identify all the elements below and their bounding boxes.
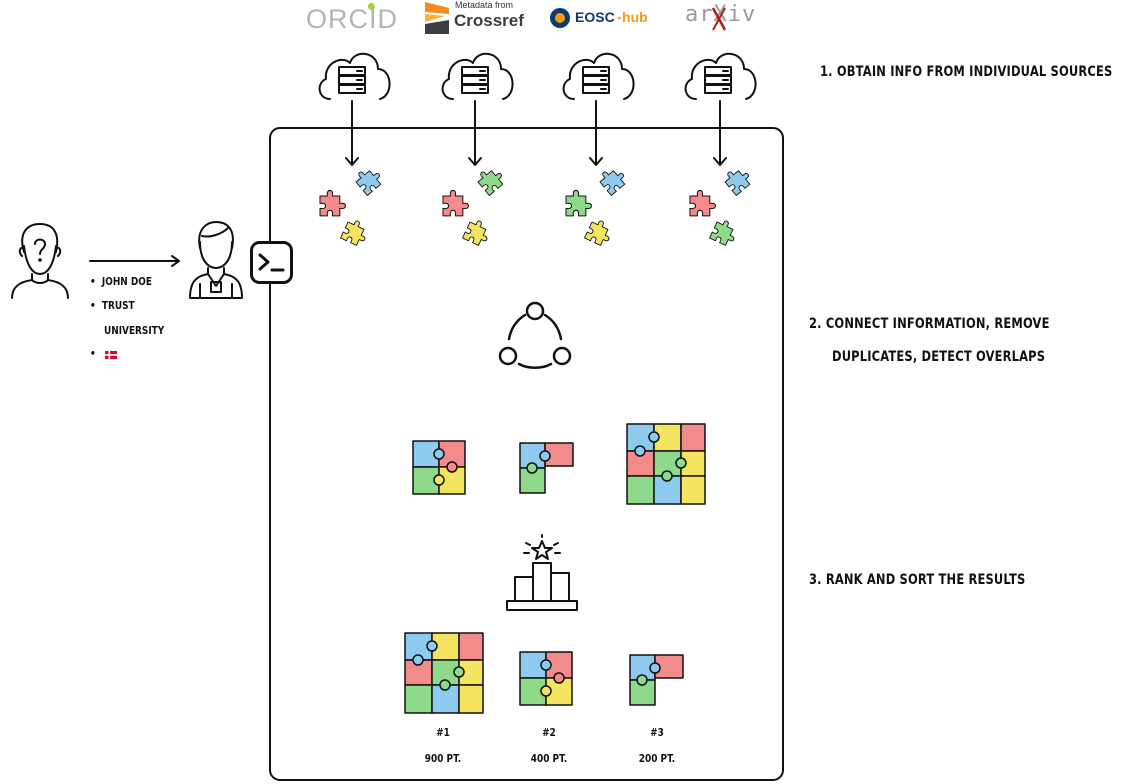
source-arrows [345, 100, 727, 166]
unknown-person-icon [11, 223, 69, 299]
connect-icon [498, 301, 572, 369]
eosc-globe-icon [550, 8, 570, 28]
rank-label-3: #3 [650, 727, 664, 739]
eosc-logo-suffix: hub [622, 9, 648, 25]
crossref-mark-icon [425, 2, 449, 34]
eosc-hub-logo[interactable]: EOSC - hub [549, 6, 649, 36]
cloud-server-icon-crossref [441, 53, 514, 100]
ranked-puzzle-3 [629, 654, 684, 706]
query-bullet-country: • [90, 348, 96, 360]
step-1-label: 1. OBTAIN INFO FROM INDIVIDUAL SOURCES [820, 64, 1113, 80]
combined-puzzle-four [412, 440, 466, 495]
step-2-label-line2: DUPLICATES, DETECT OVERLAPS [832, 349, 1046, 365]
combined-puzzle-three [519, 442, 574, 494]
ranked-puzzle-1 [404, 632, 484, 714]
crossref-logo[interactable]: Metadata from Crossref [425, 0, 530, 38]
researcher-icon [189, 221, 243, 299]
processing-box [269, 127, 784, 781]
cloud-server-icon-arxiv [684, 53, 757, 100]
eosc-logo-dash: - [617, 9, 622, 25]
query-bullet-affiliation-cont: UNIVERSITY [104, 325, 165, 337]
ranking-podium-icon [506, 534, 578, 611]
rank-label-1: #1 [436, 727, 450, 739]
orcid-id-dot [368, 3, 375, 10]
rank-label-2: #2 [542, 727, 556, 739]
arxiv-logo[interactable]: arXiv [685, 2, 765, 36]
cloud-server-icon-orcid [318, 53, 391, 100]
combined-puzzle-large [626, 423, 706, 505]
crossref-logo-text: Crossref [454, 11, 524, 30]
crossref-prefix: Metadata from [455, 0, 514, 10]
rank-points-3: 200 PT. [638, 753, 676, 765]
denmark-flag-icon [105, 351, 117, 359]
query-bullet-name: • JOHN DOE [90, 276, 152, 288]
terminal-icon[interactable] [250, 241, 294, 285]
orcid-logo-text: ORCID [306, 4, 398, 34]
eosc-logo-text: EOSC [575, 9, 615, 25]
rank-points-1: 900 PT. [424, 753, 462, 765]
orcid-logo[interactable]: ORCID [306, 3, 402, 38]
arxiv-x-mark-icon [711, 7, 727, 31]
ranked-puzzle-2 [519, 651, 573, 706]
rank-points-2: 400 PT. [530, 753, 568, 765]
step-2-label-line1: 2. CONNECT INFORMATION, REMOVE [809, 316, 1050, 332]
query-bullet-affiliation: • TRUST [90, 300, 135, 312]
step-3-label: 3. RANK AND SORT THE RESULTS [809, 572, 1026, 588]
cloud-server-icon-eosc [562, 53, 635, 100]
